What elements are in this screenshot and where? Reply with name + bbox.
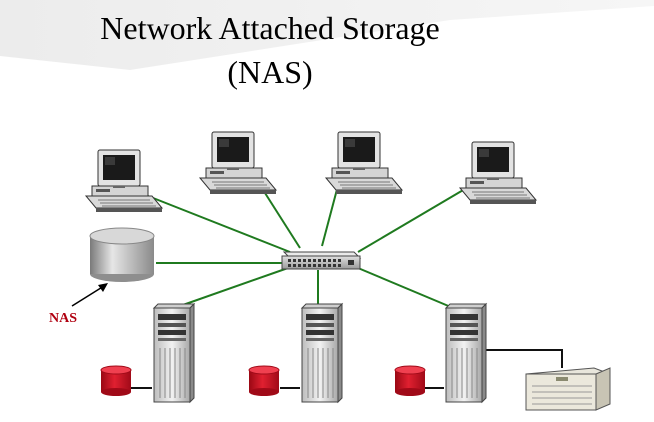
tower-server-icon — [301, 303, 343, 403]
red-disk-icon — [394, 365, 426, 397]
storage-array-icon — [525, 367, 611, 411]
tower-server-icon — [445, 303, 487, 403]
network-switch-icon — [281, 251, 362, 270]
nas-cylinder-icon — [89, 227, 155, 282]
computer-icon — [85, 149, 163, 213]
tower-server-icon — [153, 303, 195, 403]
storage-links — [130, 349, 563, 389]
nas-label: NAS — [49, 311, 78, 326]
computer-icon — [459, 141, 537, 205]
red-disk-icon — [100, 365, 132, 397]
page-title: Network Attached Storage (NAS) — [0, 6, 540, 94]
computer-icon — [325, 131, 403, 195]
title-banner — [0, 0, 654, 70]
nas-arrow — [71, 283, 108, 307]
red-disk-icon — [248, 365, 280, 397]
network-links — [147, 177, 471, 311]
computer-icon — [199, 131, 277, 195]
title-line-1: Network Attached Storage — [100, 10, 440, 46]
title-line-2: (NAS) — [227, 54, 313, 90]
